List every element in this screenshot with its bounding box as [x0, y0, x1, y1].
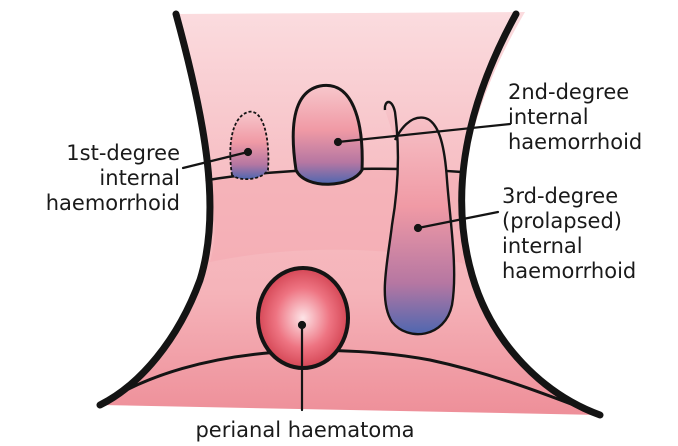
pointer-dot-first — [245, 149, 251, 155]
label-perianal-text: perianal haematoma — [160, 418, 450, 443]
label-first-degree-line2: internal — [8, 166, 180, 191]
second-degree-haemorrhoid — [293, 85, 362, 184]
label-perianal-haematoma: perianal haematoma — [160, 418, 450, 443]
label-first-degree: 1st-degree internal haemorrhoid — [8, 141, 180, 216]
label-second-degree-line3: haemorrhoid — [508, 130, 674, 155]
pointer-dot-third — [415, 225, 421, 231]
pointer-dot-second — [335, 139, 341, 145]
label-second-degree-line1: 2nd-degree — [508, 80, 674, 105]
label-second-degree-line2: internal — [508, 105, 674, 130]
label-third-degree-line2: (prolapsed) — [502, 209, 674, 234]
label-third-degree-line3: internal — [502, 234, 674, 259]
label-third-degree-line4: haemorrhoid — [502, 259, 674, 284]
label-third-degree-line1: 3rd-degree — [502, 184, 674, 209]
label-third-degree: 3rd-degree (prolapsed) internal haemorrh… — [502, 184, 674, 284]
label-second-degree: 2nd-degree internal haemorrhoid — [508, 80, 674, 155]
pointer-dot-perianal — [299, 322, 305, 328]
label-first-degree-line1: 1st-degree — [8, 141, 180, 166]
label-first-degree-line3: haemorrhoid — [8, 191, 180, 216]
